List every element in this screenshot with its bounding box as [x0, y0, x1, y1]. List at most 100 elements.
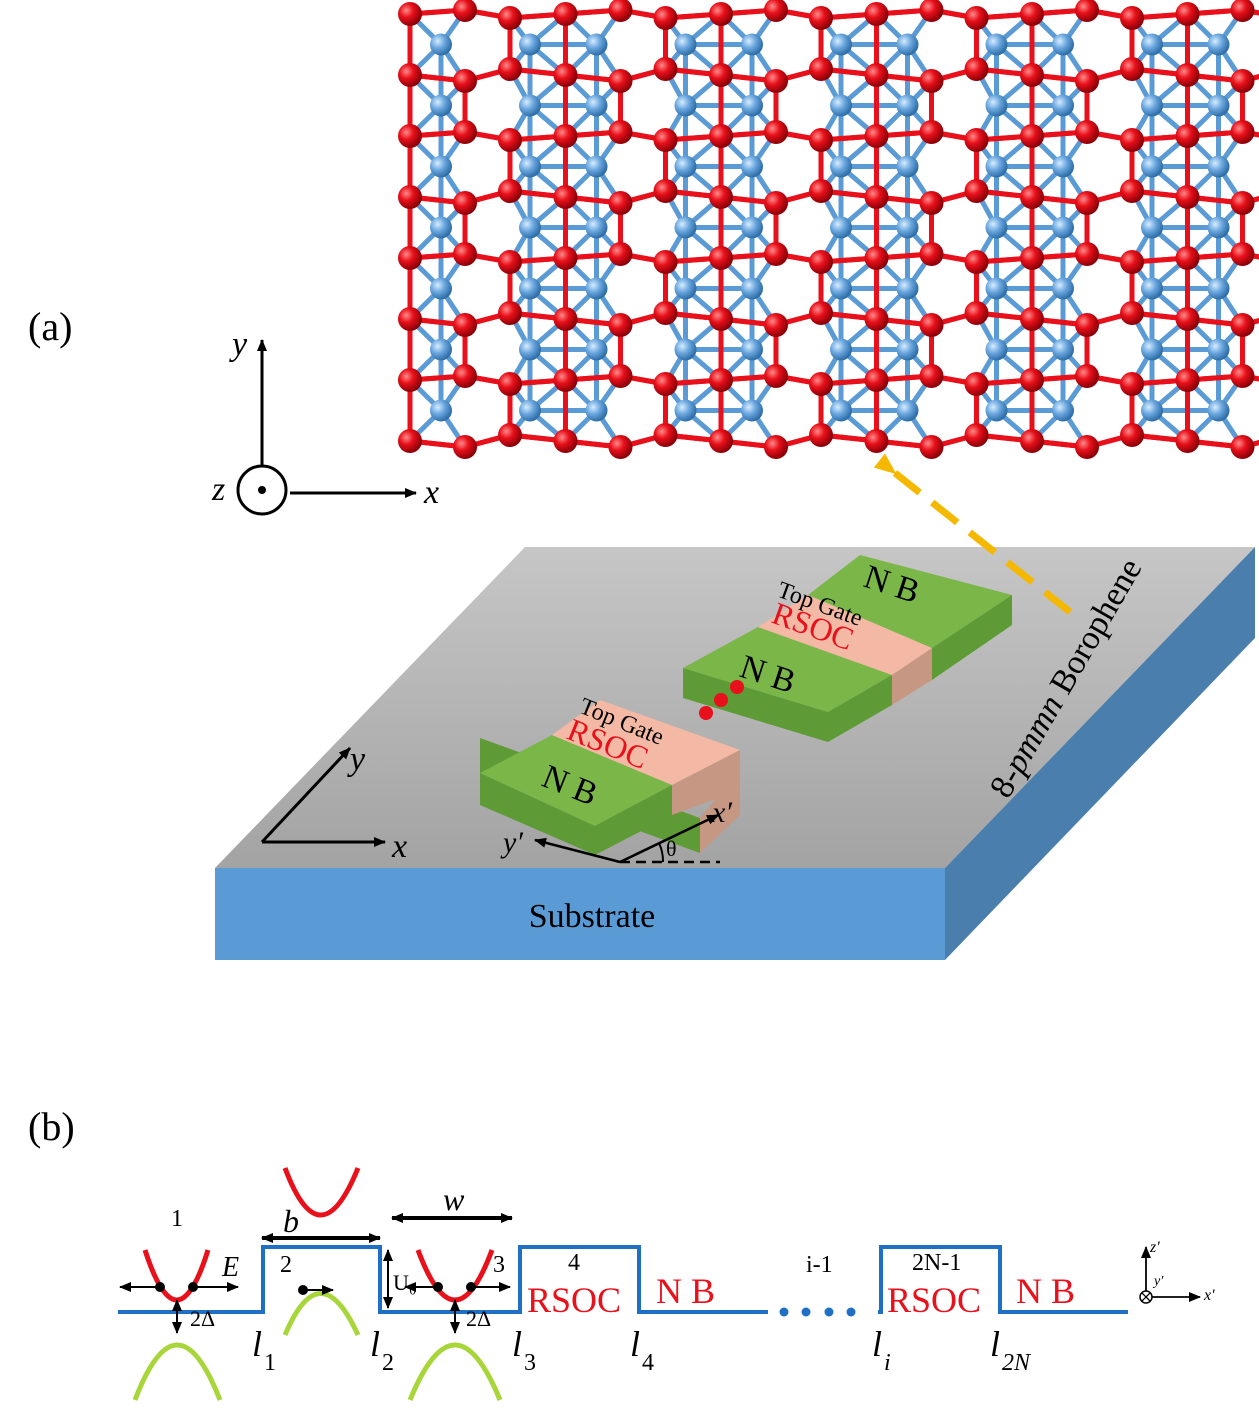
junction-block-lower: N B Top Gate RSOC	[480, 693, 740, 855]
boron-atom-red	[919, 313, 944, 337]
boron-atom-blue	[1207, 277, 1230, 300]
boron-atom-red	[398, 307, 422, 331]
lower-block-top-rsoc	[552, 700, 740, 785]
boron-atom-blue	[985, 155, 1008, 178]
boron-atom-red	[398, 429, 422, 453]
boron-atom-red	[1075, 435, 1099, 459]
boron-atom-red	[709, 368, 733, 392]
boron-atom-red	[809, 57, 833, 81]
boron-atom-red	[553, 307, 578, 331]
region-i1-label: i-1	[806, 1252, 833, 1278]
boron-atom-blue	[674, 399, 697, 422]
boron-atom-red	[453, 242, 477, 266]
boron-atom-blue	[830, 33, 852, 56]
boron-atom-red	[864, 63, 889, 87]
boron-atom-blue	[830, 155, 852, 178]
boron-atom-red	[919, 242, 944, 266]
boron-atom-blue	[585, 277, 608, 300]
boron-atom-red	[653, 57, 678, 81]
boron-atom-red	[653, 179, 678, 203]
boron-atom-red	[498, 423, 522, 447]
boron-atom-blue	[585, 399, 608, 422]
boron-atom-red	[1020, 246, 1044, 270]
boron-atom-red	[1020, 185, 1044, 209]
boron-atom-red	[1020, 368, 1044, 392]
boron-atom-red	[964, 372, 989, 396]
boron-atom-blue	[741, 33, 763, 56]
substrate-front-face	[215, 868, 945, 960]
boron-atom-blue	[1052, 155, 1074, 178]
boron-atom-red	[1075, 0, 1099, 22]
boron-atom-red	[653, 250, 678, 274]
boron-atom-blue	[519, 399, 541, 422]
nb-label-2: N B	[1016, 1271, 1075, 1311]
boron-atom-blue	[830, 277, 852, 300]
boron-atom-blue	[519, 277, 541, 300]
boron-atom-red	[919, 120, 944, 144]
boron-atom-red	[964, 423, 989, 447]
boron-atom-red	[1175, 63, 1200, 87]
boron-atom-blue	[985, 216, 1008, 239]
boron-atom-red	[398, 185, 422, 209]
boron-atom-red	[809, 372, 833, 396]
boron-atom-blue	[585, 155, 608, 178]
boron-atom-red	[919, 435, 944, 459]
boron-atom-blue	[519, 94, 541, 117]
boron-atom-red	[453, 435, 477, 459]
small-axis-z-label: z′	[1149, 1239, 1160, 1256]
boron-atom-blue	[1207, 216, 1230, 239]
borophene-lattice	[398, 0, 1259, 459]
interface-l2: l2	[370, 1324, 394, 1376]
nb-label-1: N B	[656, 1271, 715, 1311]
boron-atom-red	[498, 57, 522, 81]
boron-atom-blue	[519, 216, 541, 239]
boron-atom-red	[1120, 423, 1144, 447]
boron-atom-red	[1075, 69, 1099, 93]
region-1-label: 1	[171, 1206, 183, 1232]
boron-atom-blue	[519, 338, 541, 361]
boron-atom-blue	[430, 33, 452, 56]
upper-block-nb1-top	[683, 627, 892, 712]
boron-atom-red	[553, 185, 578, 209]
boron-atom-blue	[741, 94, 763, 117]
boron-atom-red	[553, 368, 578, 392]
boron-atom-red	[764, 69, 788, 93]
boron-atom-red	[1175, 429, 1200, 453]
boron-atom-red	[1075, 191, 1099, 215]
boron-atom-blue	[1141, 33, 1163, 56]
panel-b-label: (b)	[28, 1104, 75, 1149]
gap-label-1: 2Δ	[190, 1306, 215, 1331]
boron-atom-blue	[830, 94, 852, 117]
boron-atom-blue	[896, 155, 919, 178]
boron-atom-blue	[1052, 399, 1074, 422]
boron-atom-red	[1230, 191, 1255, 215]
boron-atom-red	[453, 0, 477, 22]
boron-atom-blue	[674, 277, 697, 300]
boron-atom-red	[809, 6, 833, 30]
boron-atom-red	[1020, 124, 1044, 148]
small-axis-y-label: y′	[1152, 1274, 1164, 1289]
interface-l1: l1	[252, 1324, 276, 1376]
boron-atom-red	[1075, 364, 1099, 388]
boron-atom-red	[1175, 2, 1200, 26]
boron-atom-blue	[985, 94, 1008, 117]
boron-atom-blue	[1141, 94, 1163, 117]
boron-atom-blue	[674, 33, 697, 56]
boron-atom-red	[1230, 313, 1255, 337]
boron-atom-blue	[430, 155, 452, 178]
interface-li: li	[872, 1324, 891, 1376]
boron-atom-blue	[519, 33, 541, 56]
substrate-side-face	[945, 547, 1255, 960]
plane-axis-x-label: x	[391, 828, 407, 865]
boron-atom-red	[453, 191, 477, 215]
ellipsis-dots	[699, 680, 744, 720]
boron-atom-blue	[585, 94, 608, 117]
boron-atom-blue	[674, 155, 697, 178]
boron-atom-red	[1230, 0, 1255, 22]
boron-atom-blue	[1052, 33, 1074, 56]
axes-plane: y x	[260, 741, 407, 865]
boron-atom-red	[964, 57, 989, 81]
boron-atom-red	[608, 191, 633, 215]
boron-atom-blue	[985, 277, 1008, 300]
boron-atom-red	[1020, 63, 1044, 87]
